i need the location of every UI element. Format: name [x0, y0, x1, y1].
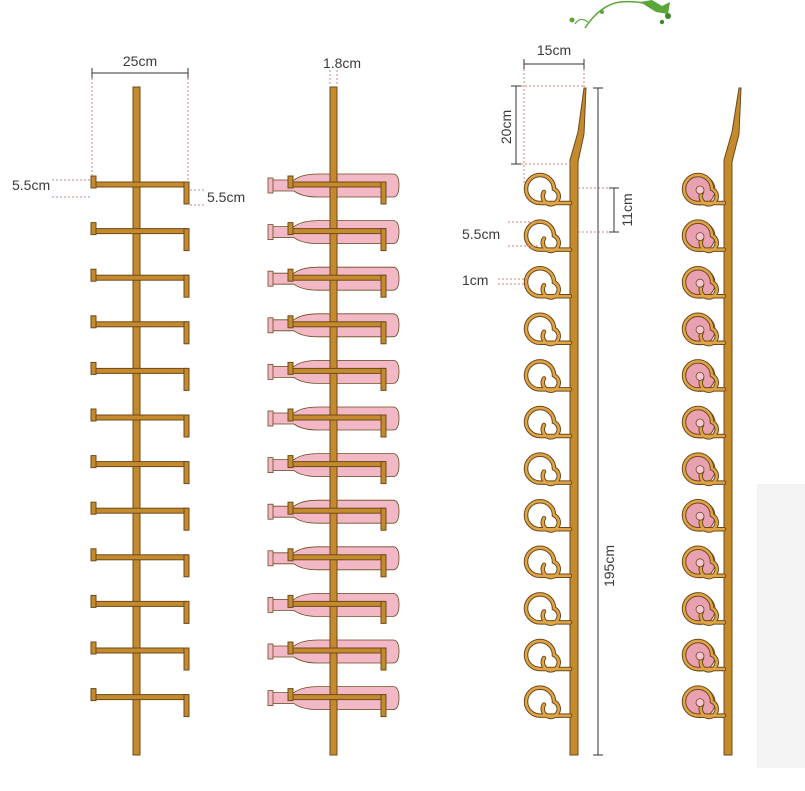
- side-ring: [523, 219, 573, 254]
- bottle-arm: [287, 361, 387, 391]
- bottle-arm: [287, 315, 387, 345]
- bottle-arm: [287, 408, 387, 438]
- front-arm: [90, 268, 190, 298]
- front-hook-right-label: 5.5cm: [207, 189, 245, 205]
- side-bottle-ring: [681, 359, 727, 393]
- side-spacing-label: 11cm: [619, 193, 635, 226]
- total-height-label: 195cm: [601, 545, 617, 587]
- bottle-arm: [287, 268, 387, 298]
- side-bottle-ring: [681, 638, 727, 673]
- front-arms: [90, 175, 190, 718]
- front-view-rack: [90, 86, 190, 756]
- background-panel: [757, 484, 805, 768]
- bottle-arm: [287, 548, 387, 578]
- side-bottle-ring: [681, 265, 727, 300]
- side-tip-height-label: 20cm: [498, 110, 514, 144]
- side-bottle-rod: [723, 87, 742, 756]
- side-bottle-ring: [681, 219, 727, 254]
- bottle-arm: [287, 455, 387, 485]
- bottle-arm: [287, 501, 387, 531]
- side-bottle-ring: [681, 545, 727, 580]
- front-dimensions: 25cm 5.5cm 5.5cm: [12, 53, 245, 206]
- front-arm: [90, 455, 190, 485]
- ring-diameter-label: 5.5cm: [462, 226, 500, 242]
- front-arm: [90, 222, 190, 252]
- front-hook-top-label: 5.5cm: [12, 177, 50, 193]
- side-ring: [523, 359, 573, 393]
- side-ring: [523, 545, 573, 580]
- side-ring: [523, 452, 573, 487]
- side-ring: [523, 685, 573, 720]
- side-bottle-ring: [681, 405, 727, 440]
- side-dimensions: 15cm 20cm 11cm 5.5cm 1cm 195cm: [462, 42, 635, 756]
- side-view-rack: [523, 87, 587, 756]
- side-ring: [523, 172, 573, 207]
- side-rings: [523, 172, 573, 720]
- front-arm: [90, 408, 190, 438]
- side-bottle-ring: [681, 498, 727, 533]
- side-bottle-ring: [681, 452, 727, 487]
- side-bottle-ring: [681, 312, 727, 347]
- side-ring: [523, 405, 573, 440]
- bottle-arm: [287, 641, 387, 671]
- bottle-arm: [287, 594, 387, 624]
- rod-thickness-dimension: 1.8cm: [323, 55, 361, 86]
- front-arm: [90, 548, 190, 578]
- front-arm: [90, 175, 190, 205]
- bottle-rack-rod: [329, 86, 338, 756]
- side-ring: [523, 312, 573, 347]
- front-arm: [90, 688, 190, 718]
- front-arm: [90, 501, 190, 531]
- side-bottle-ring: [681, 172, 727, 207]
- side-bottle-rings: [681, 172, 727, 720]
- front-view-with-bottles: [267, 86, 400, 756]
- grape-vine-icon: [569, 0, 671, 29]
- bottle-arm: [287, 175, 387, 205]
- bottle-rack-arms: [287, 175, 387, 718]
- front-arm: [90, 594, 190, 624]
- front-rod: [132, 86, 141, 756]
- front-arm: [90, 315, 190, 345]
- side-ring: [523, 592, 573, 626]
- rod-thickness-label: 1.8cm: [323, 55, 361, 71]
- side-ring: [523, 265, 573, 300]
- front-arm: [90, 641, 190, 671]
- bottle-arm: [287, 222, 387, 252]
- ring-wire-label: 1cm: [462, 272, 488, 288]
- side-width-label: 15cm: [537, 42, 571, 58]
- side-view-with-bottles: [681, 87, 742, 756]
- side-ring: [523, 638, 573, 673]
- side-bottle-ring: [681, 592, 727, 626]
- side-rod: [569, 87, 587, 756]
- bottle-arm: [287, 688, 387, 718]
- front-arm: [90, 361, 190, 391]
- side-bottle-ring: [681, 685, 727, 720]
- front-width-label: 25cm: [123, 53, 157, 69]
- side-ring: [523, 498, 573, 533]
